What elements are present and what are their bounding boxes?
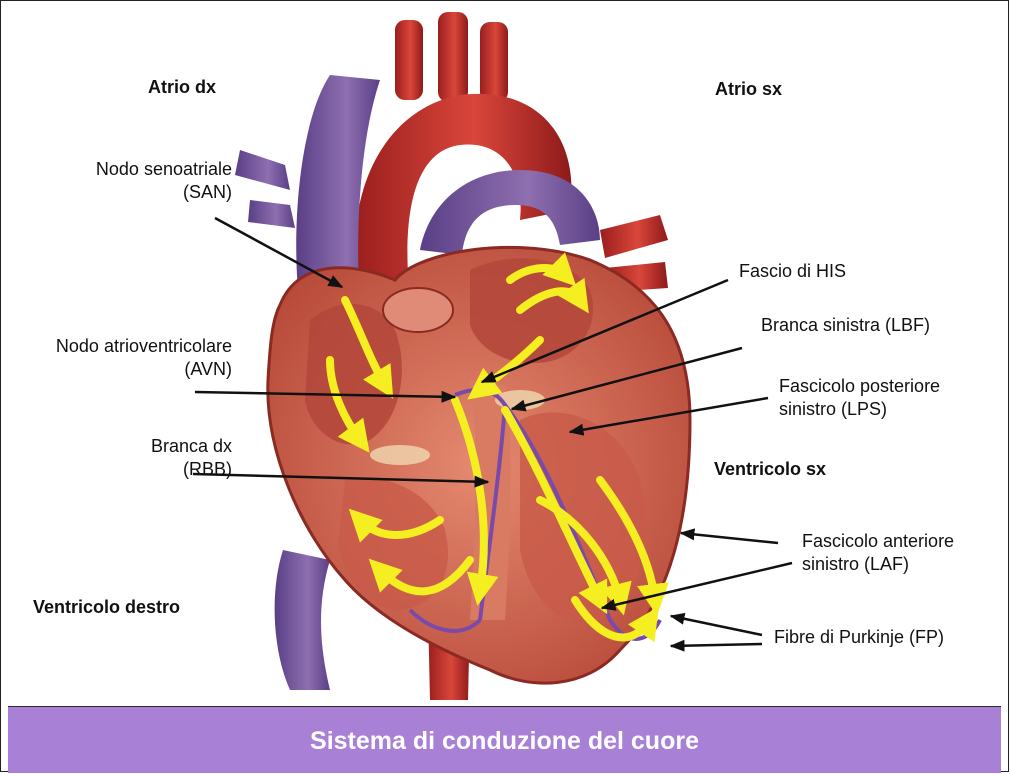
label-his: Fascio di HIS	[739, 260, 846, 282]
pointer-laf-1	[681, 533, 778, 543]
banner-title: Sistema di conduzione del cuore	[8, 727, 1001, 756]
label-san-line1: Nodo senoatriale	[40, 158, 232, 180]
label-fp: Fibre di Purkinje (FP)	[774, 626, 944, 648]
label-avn-line2: (AVN)	[10, 358, 232, 380]
label-ventricolo-sx: Ventricolo sx	[714, 458, 826, 480]
label-ventricolo-destro: Ventricolo destro	[33, 596, 180, 618]
label-atrio-sx: Atrio sx	[715, 78, 782, 100]
title-banner: Sistema di conduzione del cuore	[8, 707, 1001, 773]
label-lps-line2: sinistro (LPS)	[779, 398, 887, 420]
label-laf-line1: Fascicolo anteriore	[802, 530, 954, 552]
pointer-fp-2	[671, 644, 762, 646]
label-laf-line2: sinistro (LAF)	[802, 553, 909, 575]
label-atrio-dx: Atrio dx	[148, 76, 216, 98]
label-san-line2: (SAN)	[40, 181, 232, 203]
label-avn-line1: Nodo atrioventricolare	[10, 335, 232, 357]
label-rbb-line2: (RBB)	[40, 458, 232, 480]
label-rbb-line1: Branca dx	[40, 435, 232, 457]
label-lps-line1: Fascicolo posteriore	[779, 375, 940, 397]
label-lbf: Branca sinistra (LBF)	[761, 314, 930, 336]
pointer-fp-1	[671, 616, 762, 635]
